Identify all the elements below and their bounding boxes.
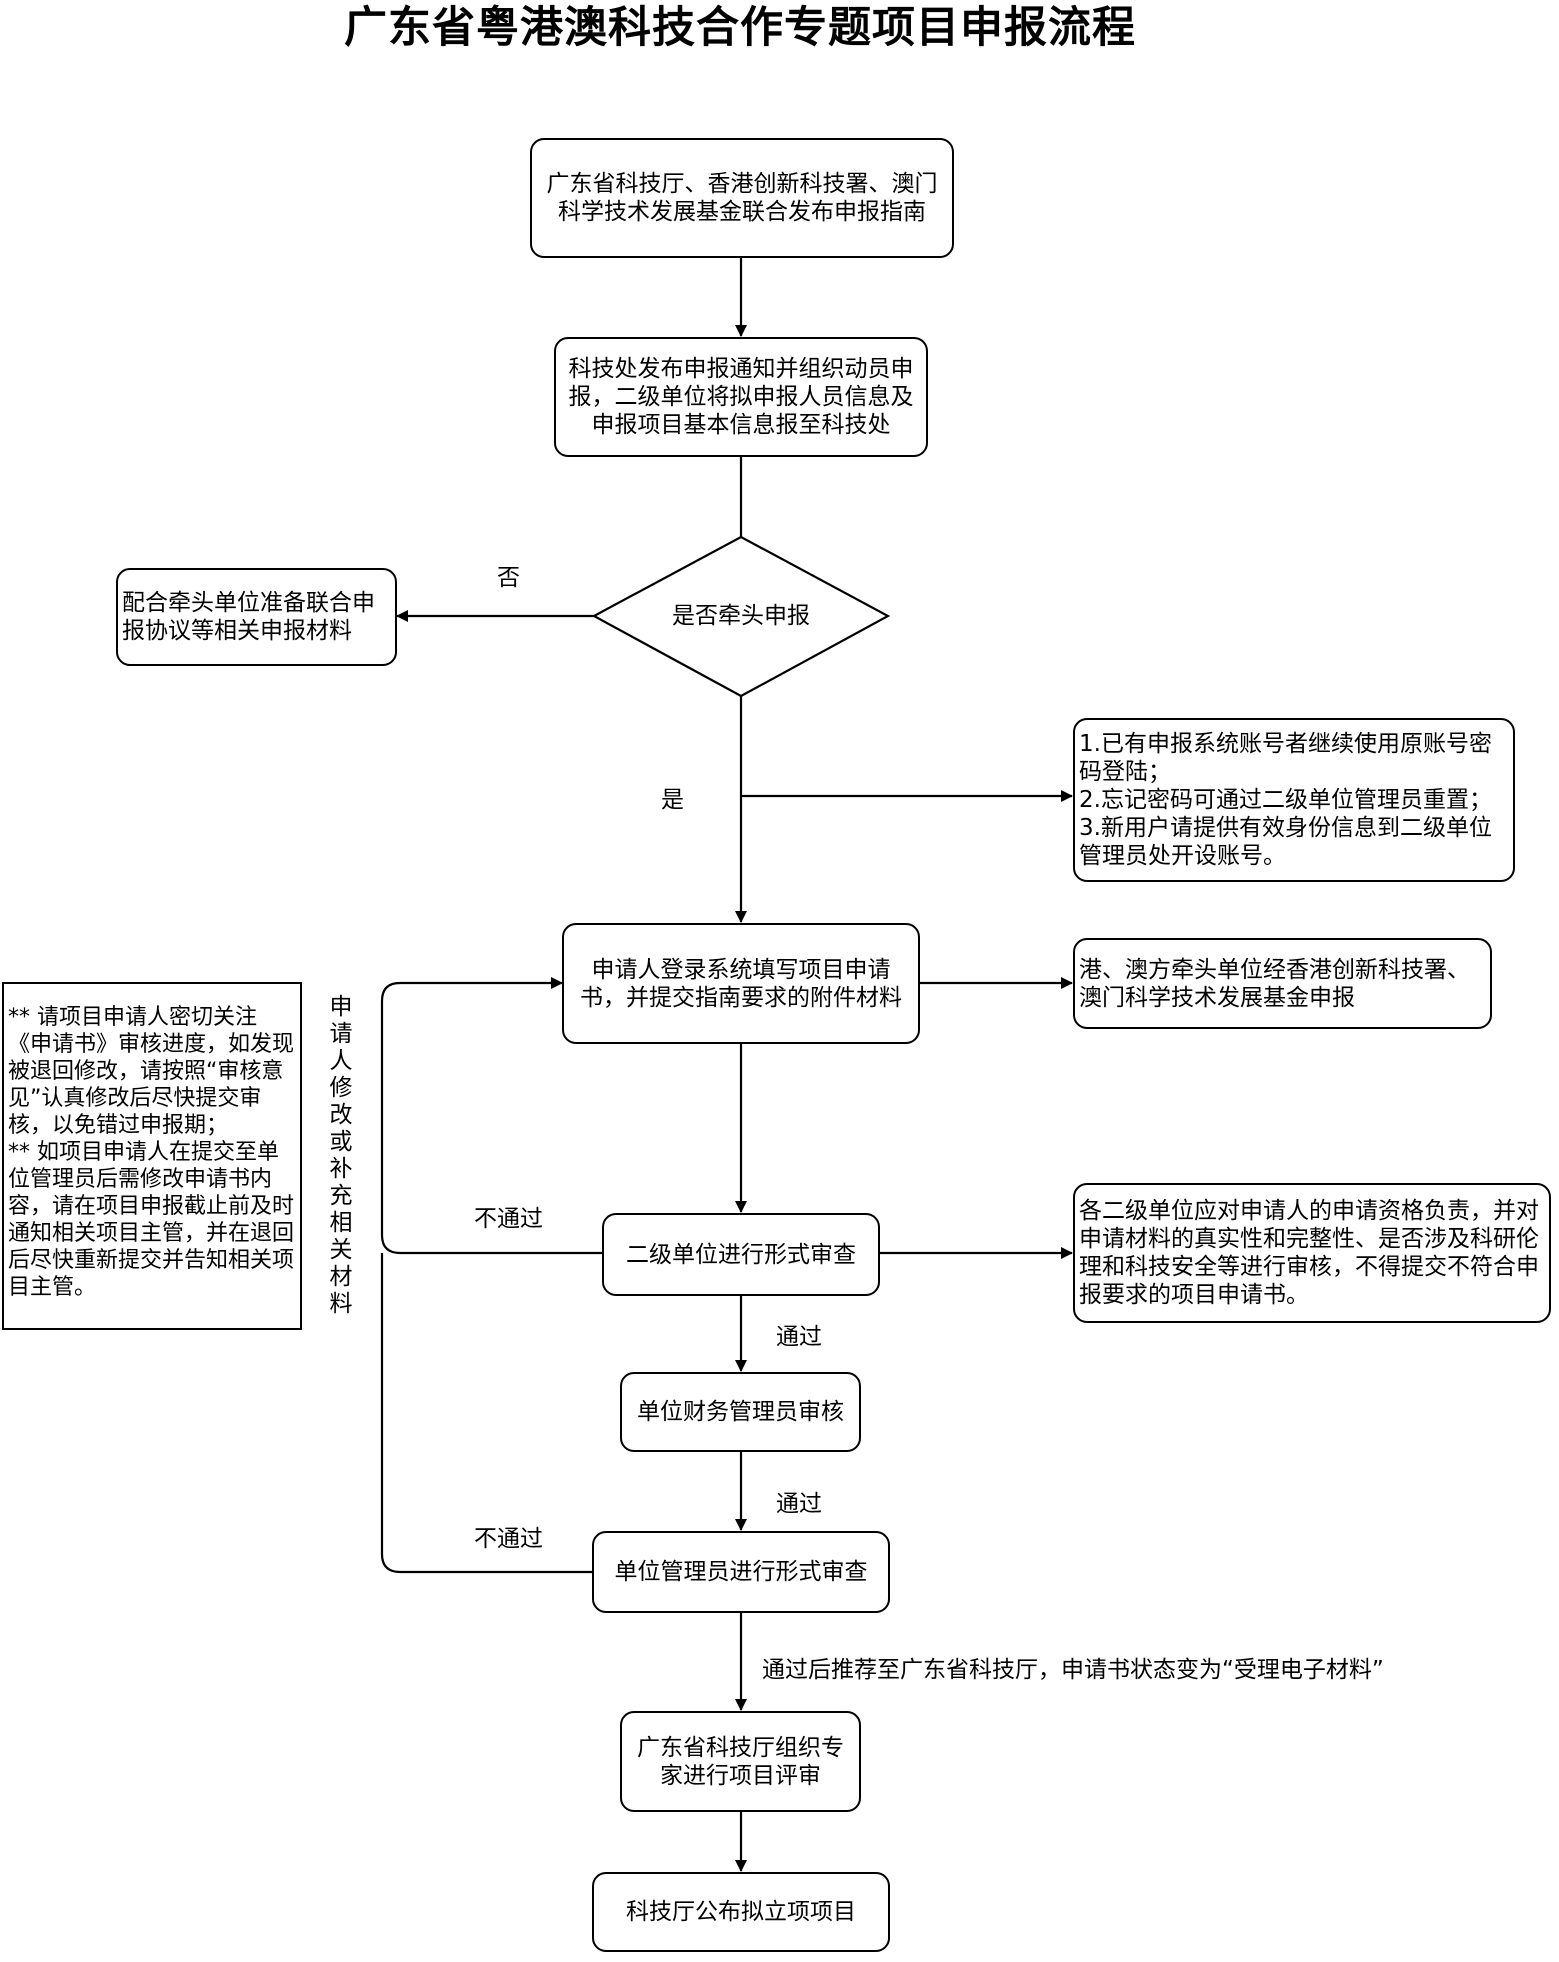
edge-loop-fail-2 — [380, 1253, 592, 1574]
node-hk-macau-apply: 港、澳方牵头单位经香港创新科技署、澳门科学技术发展基金申报 — [1073, 938, 1492, 1029]
node-dept-notice: 科技处发布申报通知并组织动员申报，二级单位将拟申报人员信息及申报项目基本信息报至… — [554, 337, 928, 457]
node-account-info-text: 1.已有申报系统账号者继续使用原账号密码登陆； 2.忘记密码可通过二级单位管理员… — [1079, 731, 1492, 869]
node-prepare-agreement: 配合牵头单位准备联合申报协议等相关申报材料 — [116, 568, 397, 666]
node-dept-responsibility-text: 各二级单位应对申请人的申请资格负责，并对申请材料的真实性和完整性、是否涉及科研伦… — [1079, 1198, 1539, 1308]
page-title: 广东省粤港澳科技合作专题项目申报流程 — [344, 3, 1136, 53]
node-prepare-agreement-text: 配合牵头单位准备联合申报协议等相关申报材料 — [122, 590, 375, 644]
decision-diamond — [591, 535, 891, 698]
node-account-info: 1.已有申报系统账号者继续使用原账号密码登陆； 2.忘记密码可通过二级单位管理员… — [1073, 718, 1515, 882]
side-note: ** 请项目申请人密切关注《申请书》审核进度，如发现被退回修改，请按照“审核意见… — [2, 982, 302, 1330]
node-expert-review: 广东省科技厅组织专家进行项目评审 — [620, 1711, 861, 1812]
node-hk-macau-apply-text: 港、澳方牵头单位经香港创新科技署、澳门科学技术发展基金申报 — [1079, 956, 1470, 1011]
edge-label-pass-2: 通过 — [776, 1491, 822, 1517]
edge-label-revise-loop: 申请人修改或补充相关材料 — [329, 994, 353, 1317]
node-publish-guide: 广东省科技厅、香港创新科技署、澳门科学技术发展基金联合发布申报指南 — [530, 138, 954, 258]
edge-label-recommend: 通过后推荐至广东省科技厅，申请书状态变为“受理电子材料” — [762, 1657, 1384, 1683]
edge-label-fail-1: 不通过 — [474, 1206, 543, 1232]
decision-lead-text: 是否牵头申报 — [672, 603, 810, 629]
node-expert-review-text: 广东省科技厅组织专家进行项目评审 — [637, 1734, 844, 1789]
node-publish-guide-text: 广东省科技厅、香港创新科技署、澳门科学技术发展基金联合发布申报指南 — [546, 171, 938, 225]
edge-label-yes: 是 — [661, 787, 684, 813]
edge-loop-fail-1 — [380, 977, 602, 1255]
node-fill-application: 申请人登录系统填写项目申请书，并提交指南要求的附件材料 — [562, 923, 920, 1044]
node-finance-review-text: 单位财务管理员审核 — [637, 1399, 844, 1425]
side-note-text: ** 请项目申请人密切关注《申请书》审核进度，如发现被退回修改，请按照“审核意见… — [8, 1005, 295, 1300]
node-fill-application-text: 申请人登录系统填写项目申请书，并提交指南要求的附件材料 — [580, 956, 902, 1011]
node-publish-projects-text: 科技厅公布拟立项项目 — [626, 1899, 856, 1925]
node-finance-review: 单位财务管理员审核 — [620, 1372, 861, 1452]
node-dept-responsibility: 各二级单位应对申请人的申请资格负责，并对申请材料的真实性和完整性、是否涉及科研伦… — [1073, 1183, 1551, 1323]
node-admin-review: 单位管理员进行形式审查 — [592, 1531, 890, 1613]
node-dept-notice-text: 科技处发布申报通知并组织动员申报，二级单位将拟申报人员信息及申报项目基本信息报至… — [568, 356, 914, 438]
node-formal-review-dept: 二级单位进行形式审查 — [602, 1213, 880, 1296]
edge-label-no: 否 — [497, 565, 520, 591]
edge-label-pass-1: 通过 — [776, 1324, 822, 1350]
node-admin-review-text: 单位管理员进行形式审查 — [614, 1559, 868, 1585]
edge-label-fail-2: 不通过 — [474, 1526, 543, 1552]
node-formal-review-dept-text: 二级单位进行形式审查 — [626, 1241, 856, 1268]
node-publish-projects: 科技厅公布拟立项项目 — [592, 1872, 890, 1952]
